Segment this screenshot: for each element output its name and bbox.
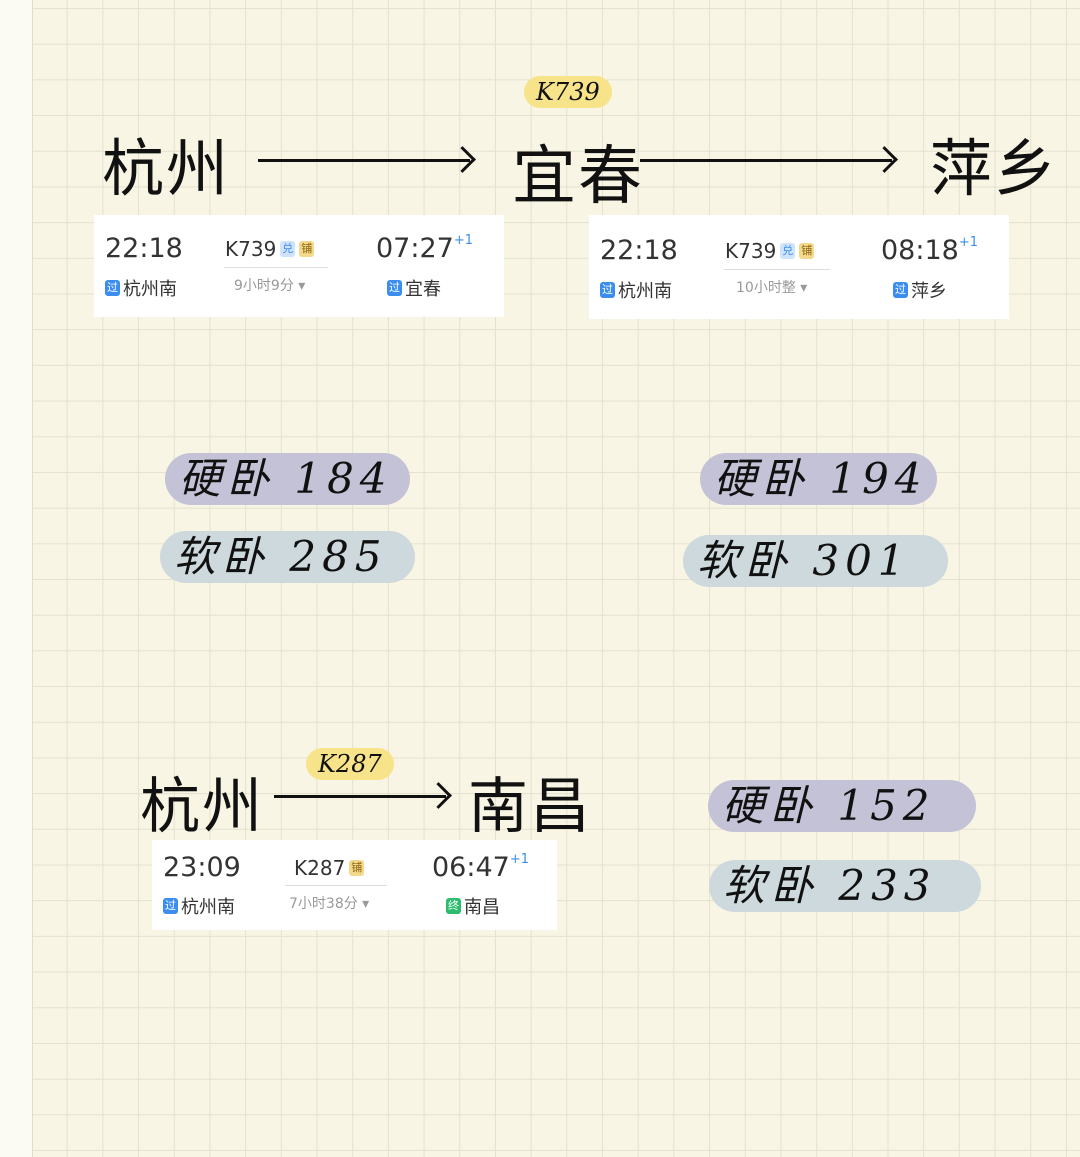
station-name: 杭州南 <box>123 279 177 300</box>
departure-time: 22:18 <box>600 235 678 266</box>
handwritten-hangzhou: 杭州 <box>140 772 264 842</box>
hard-sleeper-price: 硬卧 152 <box>708 780 976 832</box>
departure-time: 23:09 <box>163 852 241 883</box>
pass-badge: 过 <box>600 282 615 298</box>
arrival-station: 过宜春 <box>387 275 441 301</box>
berth-tag: 铺 <box>299 241 315 257</box>
arrow-icon <box>640 159 892 162</box>
pass-badge: 过 <box>387 280 402 296</box>
station-name: 杭州南 <box>181 897 235 918</box>
pass-badge: 过 <box>105 280 120 296</box>
hard-sleeper-price: 硬卧 194 <box>700 453 937 505</box>
handwritten-pingxiang: 萍乡 <box>930 132 1059 205</box>
arrival-time: 07:27+1 <box>376 233 473 264</box>
duration-dropdown[interactable]: 9小时9分 ▾ <box>234 278 306 294</box>
departure-station: 过杭州南 <box>105 275 177 301</box>
arrival-station: 过萍乡 <box>893 277 947 303</box>
hard-sleeper-price: 硬卧 184 <box>165 453 410 505</box>
exchange-tag: 兑 <box>780 243 796 259</box>
departure-station: 过杭州南 <box>600 277 672 303</box>
duration-dropdown[interactable]: 7小时38分 ▾ <box>289 896 370 912</box>
arrival-time-value: 07:27 <box>376 233 454 264</box>
departure-station: 过杭州南 <box>163 893 235 919</box>
handwritten-yichun: 宜春 <box>512 140 644 214</box>
duration-dropdown[interactable]: 10小时整 ▾ <box>736 280 808 296</box>
pass-badge: 过 <box>893 282 908 298</box>
divider <box>224 267 328 268</box>
station-name: 南昌 <box>464 897 500 918</box>
station-name: 萍乡 <box>911 281 947 302</box>
soft-sleeper-price: 软卧 233 <box>709 860 981 912</box>
handwritten-nanchang: 南昌 <box>468 772 592 842</box>
train-code: K739 <box>225 237 277 261</box>
train-tag-highlight: K287 <box>306 748 394 780</box>
station-name: 杭州南 <box>618 281 672 302</box>
arrival-station: 终南昌 <box>446 893 500 919</box>
station-name: 宜春 <box>405 279 441 300</box>
berth-tag: 铺 <box>349 860 365 876</box>
departure-time: 22:18 <box>105 233 183 264</box>
next-day-marker: +1 <box>453 233 473 248</box>
arrow-icon <box>258 159 470 162</box>
arrival-time-value: 08:18 <box>881 235 959 266</box>
soft-sleeper-price: 软卧 285 <box>160 531 415 583</box>
train-tag-highlight: K739 <box>524 76 612 108</box>
berth-tag: 铺 <box>799 243 815 259</box>
terminal-badge: 终 <box>446 898 461 914</box>
next-day-marker: +1 <box>509 852 529 867</box>
arrival-time-value: 06:47 <box>432 852 510 883</box>
handwritten-hangzhou: 杭州 <box>102 132 231 205</box>
arrival-time: 08:18+1 <box>881 235 978 266</box>
pass-badge: 过 <box>163 898 178 914</box>
arrival-time: 06:47+1 <box>432 852 529 883</box>
arrow-icon <box>274 795 446 798</box>
next-day-marker: +1 <box>958 235 978 250</box>
train-code: K287 <box>294 856 346 880</box>
exchange-tag: 兑 <box>280 241 296 257</box>
divider <box>724 269 830 270</box>
train-code: K739 <box>725 239 777 263</box>
soft-sleeper-price: 软卧 301 <box>683 535 948 587</box>
divider <box>285 885 387 886</box>
